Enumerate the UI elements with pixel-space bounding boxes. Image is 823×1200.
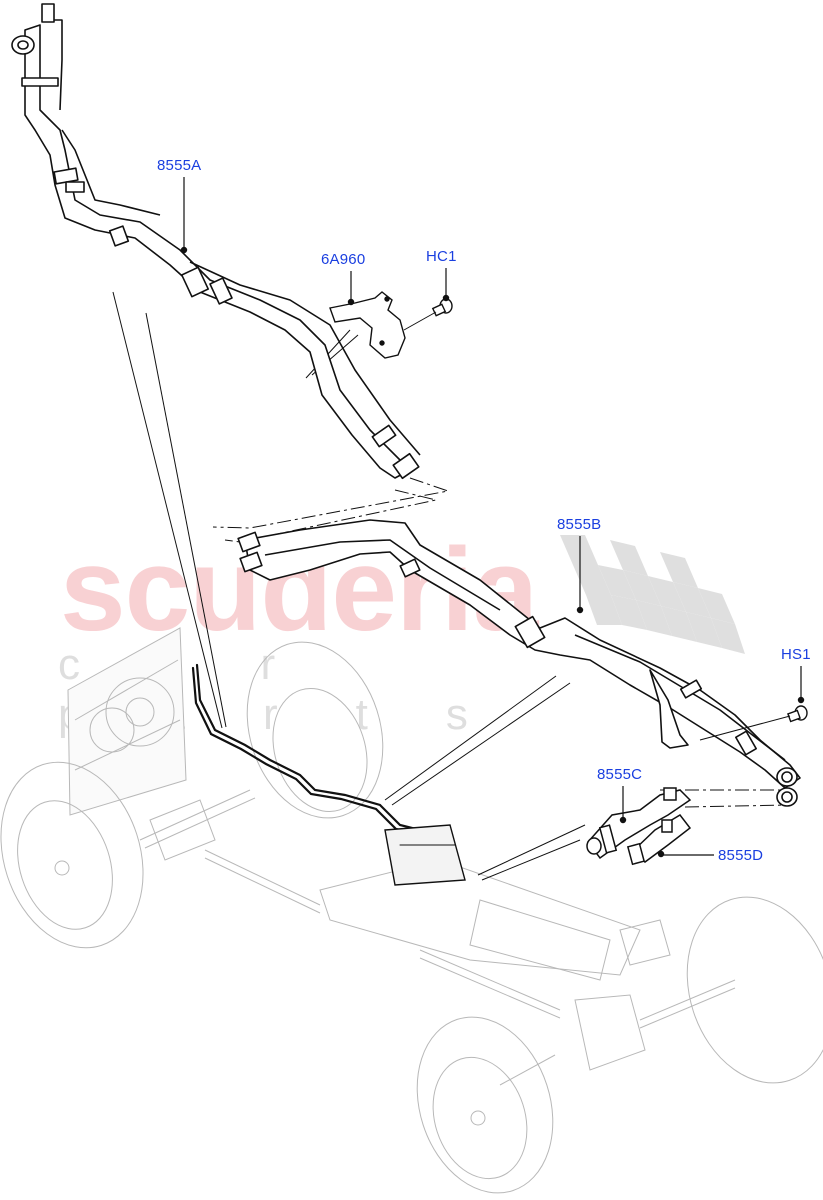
radiator-pack <box>67 627 187 816</box>
wheel-rear-right <box>686 896 823 1084</box>
wheel-rear-left <box>416 1016 554 1194</box>
callout-8555B[interactable]: 8555B <box>557 516 602 533</box>
callout-leaders <box>180 177 805 858</box>
bolt-HC1 <box>403 298 453 331</box>
callout-HC1[interactable]: HC1 <box>426 248 457 265</box>
bracket-6A960 <box>329 291 406 359</box>
bolt-HS1 <box>699 705 808 741</box>
callout-8555C[interactable]: 8555C <box>597 766 643 783</box>
hose-8555C <box>586 787 692 860</box>
hose-8555B <box>237 519 801 807</box>
installed-hose-route <box>191 663 466 886</box>
callout-HS1[interactable]: HS1 <box>781 646 811 663</box>
detail-leader-lines <box>112 291 586 881</box>
callout-6A960[interactable]: 6A960 <box>321 251 366 268</box>
callout-8555A[interactable]: 8555A <box>157 157 202 174</box>
callout-8555D[interactable]: 8555D <box>718 847 764 864</box>
hose-8555A <box>11 3 421 480</box>
wheel-front-left <box>0 761 144 949</box>
hose-8555D <box>626 814 692 866</box>
checkered-flag-watermark <box>560 535 745 654</box>
